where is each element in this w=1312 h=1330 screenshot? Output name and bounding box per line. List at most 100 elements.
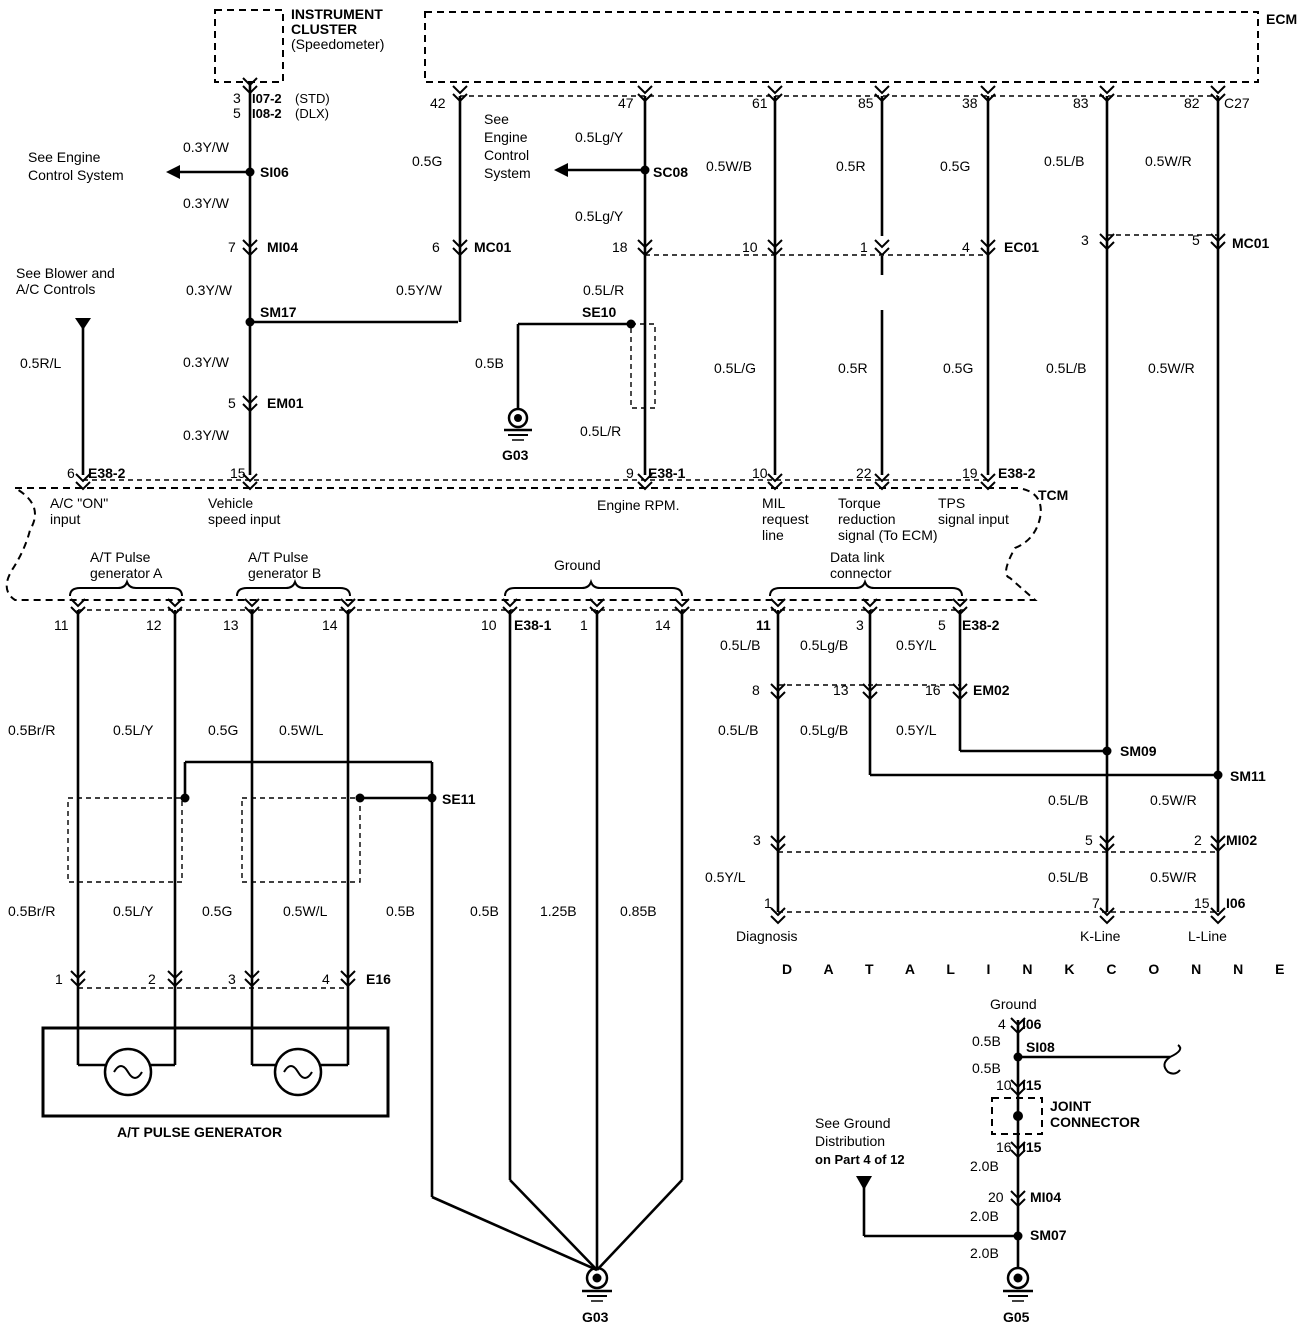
data-link-circuits: 0.5L/B 0.5Lg/B 0.5Y/L 8 13 16 EM02 0.5L/… xyxy=(705,610,1312,977)
svg-text:8: 8 xyxy=(752,682,760,698)
svg-text:Distribution: Distribution xyxy=(815,1133,885,1149)
svg-text:Engine: Engine xyxy=(484,129,528,145)
svg-text:MI04: MI04 xyxy=(1030,1189,1061,1205)
g05-label: G05 xyxy=(1003,1309,1030,1325)
svg-text:2.0B: 2.0B xyxy=(970,1208,999,1224)
connector-chevron-icon xyxy=(589,598,605,616)
connector-chevron-icon xyxy=(952,683,968,701)
svg-text:E38-2: E38-2 xyxy=(962,617,1000,633)
svg-text:0.3Y/W: 0.3Y/W xyxy=(186,282,233,298)
svg-text:1.25B: 1.25B xyxy=(540,903,577,919)
svg-text:0.5Br/R: 0.5Br/R xyxy=(8,903,55,919)
em02-label: EM02 xyxy=(973,682,1010,698)
k-line-l-line-circuits: 83 82 C27 0.5L/B 0.5W/R 3 5 MC01 0.5L/B … xyxy=(1044,95,1270,912)
svg-text:E38-2: E38-2 xyxy=(88,465,126,481)
svg-text:on Part 4 of 12: on Part 4 of 12 xyxy=(815,1152,905,1167)
se11-label: SE11 xyxy=(442,791,476,807)
svg-text:signal input: signal input xyxy=(938,511,1009,527)
svg-text:I08-2: I08-2 xyxy=(252,106,282,121)
sm17-label: SM17 xyxy=(260,304,297,320)
connector-chevron-icon xyxy=(1010,1190,1026,1208)
svg-text:0.5B: 0.5B xyxy=(470,903,499,919)
tcm-ground-circuit: 0.5B 1.25B 0.85B G03 xyxy=(470,610,684,1325)
svg-text:15: 15 xyxy=(230,465,246,481)
svg-text:2.0B: 2.0B xyxy=(970,1245,999,1261)
svg-text:0.5Y/W: 0.5Y/W xyxy=(396,282,443,298)
svg-text:0.5Lg/Y: 0.5Lg/Y xyxy=(575,129,624,145)
joint-connector-label: JOINT xyxy=(1050,1098,1092,1114)
svg-text:0.5W/R: 0.5W/R xyxy=(1150,869,1197,885)
engine-rpm-circuit: 47 See Engine Control System 0.5Lg/Y SC0… xyxy=(475,95,688,481)
svg-text:0.5R: 0.5R xyxy=(836,158,866,174)
svg-text:1: 1 xyxy=(764,895,772,911)
svg-text:0.5L/B: 0.5L/B xyxy=(718,722,758,738)
connector-chevron-icon xyxy=(767,473,783,491)
svg-text:See Ground: See Ground xyxy=(815,1115,891,1131)
svg-text:0.5G: 0.5G xyxy=(412,153,442,169)
svg-text:2.0B: 2.0B xyxy=(970,1158,999,1174)
svg-text:11: 11 xyxy=(756,617,771,633)
connector-chevron-icon xyxy=(70,970,86,988)
connector-chevron-icon xyxy=(1099,85,1115,103)
connector-chevron-icon xyxy=(75,473,91,491)
tcm-input-labels: A/C "ON" input Vehicle speed input Engin… xyxy=(50,495,1009,597)
svg-text:5: 5 xyxy=(938,617,946,633)
svg-text:L-Line: L-Line xyxy=(1188,928,1227,944)
connector-chevron-icon xyxy=(1010,1017,1026,1035)
connector-chevron-icon xyxy=(874,239,890,257)
ecm-label: ECM xyxy=(1266,11,1297,27)
ac-on-circuit: See Blower and A/C Controls 0.5R/L 6 E38… xyxy=(16,265,126,481)
svg-text:15: 15 xyxy=(1194,895,1210,911)
svg-text:7: 7 xyxy=(228,239,236,255)
svg-text:signal (To ECM): signal (To ECM) xyxy=(838,527,938,543)
svg-text:K-Line: K-Line xyxy=(1080,928,1121,944)
svg-text:82: 82 xyxy=(1184,95,1200,111)
svg-text:0.5L/B: 0.5L/B xyxy=(720,637,760,653)
svg-text:1: 1 xyxy=(580,617,588,633)
svg-text:0.5Br/R: 0.5Br/R xyxy=(8,722,55,738)
mc01-label-left: MC01 xyxy=(474,239,512,255)
connector-chevron-icon xyxy=(767,85,783,103)
i06-label: I06 xyxy=(1226,895,1246,911)
svg-text:0.5W/L: 0.5W/L xyxy=(283,903,328,919)
svg-text:0.5W/L: 0.5W/L xyxy=(279,722,324,738)
connector-chevron-icon xyxy=(770,598,786,616)
svg-text:0.5G: 0.5G xyxy=(943,360,973,376)
se10-label: SE10 xyxy=(582,304,616,320)
sm07-label: SM07 xyxy=(1030,1227,1067,1243)
svg-text:9: 9 xyxy=(626,465,634,481)
svg-text:22: 22 xyxy=(856,465,872,481)
connector-chevron-icon xyxy=(637,85,653,103)
sm11-label: SM11 xyxy=(1230,768,1266,784)
svg-text:0.3Y/W: 0.3Y/W xyxy=(183,427,230,443)
svg-text:A/C Controls: A/C Controls xyxy=(16,281,95,297)
at-pulse-generator-box xyxy=(41,1026,390,1118)
connector-chevron-icon xyxy=(242,473,258,491)
svg-text:19: 19 xyxy=(962,465,978,481)
svg-text:0.5L/B: 0.5L/B xyxy=(1046,360,1086,376)
svg-text:E38-1: E38-1 xyxy=(648,465,686,481)
svg-text:speed input: speed input xyxy=(208,511,281,527)
svg-text:6: 6 xyxy=(67,465,75,481)
svg-text:0.5B: 0.5B xyxy=(972,1033,1001,1049)
sc08-label: SC08 xyxy=(653,164,688,180)
svg-text:0.5B: 0.5B xyxy=(386,903,415,919)
svg-text:generator A: generator A xyxy=(90,565,163,581)
connector-chevron-icon xyxy=(770,907,786,925)
mi02-label: MI02 xyxy=(1226,832,1257,848)
connector-chevron-icon xyxy=(767,239,783,257)
svg-text:7: 7 xyxy=(1092,895,1100,911)
svg-text:2: 2 xyxy=(1194,832,1202,848)
svg-text:C27: C27 xyxy=(1224,95,1250,111)
sm09-label: SM09 xyxy=(1120,743,1157,759)
ecm: ECM xyxy=(424,11,1297,83)
connector-chevron-icon xyxy=(340,598,356,616)
svg-text:83: 83 xyxy=(1073,95,1089,111)
svg-text:I06: I06 xyxy=(1022,1016,1042,1032)
connector-chevron-icon xyxy=(952,598,968,616)
instrument-cluster-label: INSTRUMENT xyxy=(291,6,383,22)
svg-text:0.3Y/W: 0.3Y/W xyxy=(183,195,230,211)
svg-text:0.5L/B: 0.5L/B xyxy=(1048,792,1088,808)
connector-chevrons xyxy=(70,77,1226,1208)
svg-text:0.5W/B: 0.5W/B xyxy=(706,158,752,174)
